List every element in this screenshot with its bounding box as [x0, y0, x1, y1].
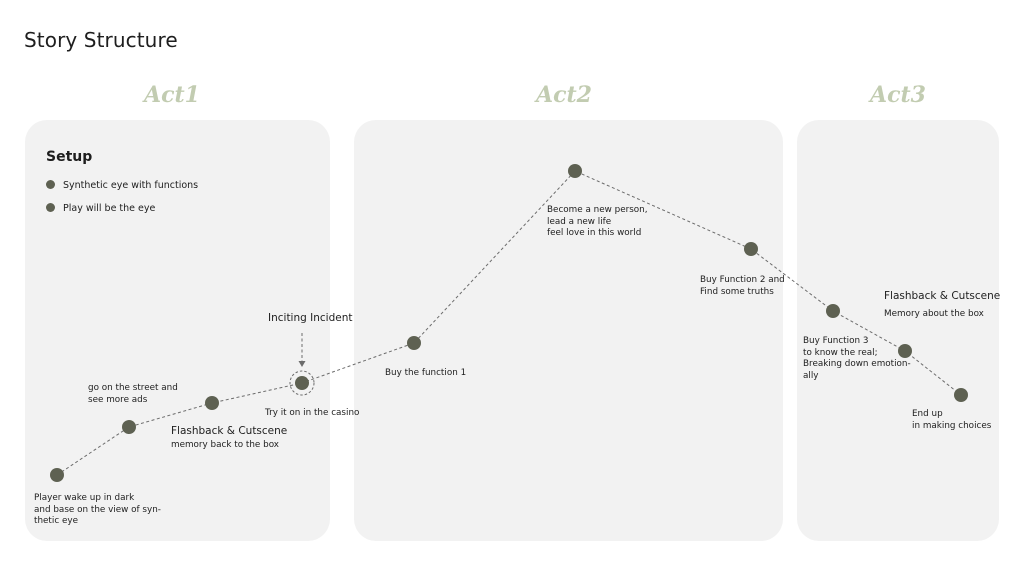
plot-label: Memory about the box: [884, 309, 984, 319]
plot-label: Buy the function 1: [385, 368, 467, 378]
setup-item: Synthetic eye with functions: [46, 180, 198, 192]
act-1-title: Act1: [144, 82, 200, 108]
plot-heading: Inciting Incident: [268, 312, 353, 324]
inciting-arrow-head-icon: [298, 361, 306, 367]
plot-label: End up in making choices: [912, 409, 992, 431]
plot-label: Try it on in the casino: [265, 408, 360, 418]
act-1-panel: [25, 120, 330, 541]
plot-point-node: [407, 336, 421, 350]
story-arc-line: [56, 170, 962, 476]
act-2-panel: [354, 120, 783, 541]
plot-point-node: [954, 388, 968, 402]
plot-point-node: [898, 344, 912, 358]
plot-label: go on the street and see more ads: [88, 383, 178, 405]
plot-heading: Flashback & Cutscene: [171, 425, 288, 437]
act-3-panel: [797, 120, 999, 541]
bullet-icon: [46, 180, 55, 189]
bullet-icon: [46, 203, 55, 212]
plot-label: memory back to the box: [171, 440, 280, 450]
plot-label: Buy Function 2 and Find some truths: [700, 275, 785, 297]
act-2-title: Act2: [536, 82, 592, 108]
plot-point-node: [744, 242, 758, 256]
plot-label: Player wake up in dark and base on the v…: [34, 493, 161, 526]
setup-item-label: Play will be the eye: [63, 203, 156, 214]
plot-label: Become a new person, lead a new life fee…: [547, 205, 648, 238]
setup-title: Setup: [46, 149, 93, 165]
act-3-title: Act3: [870, 82, 926, 108]
setup-item: Play will be the eye: [46, 203, 155, 215]
plot-point-node: [205, 396, 219, 410]
inciting-highlight-ring: [289, 370, 315, 396]
page-title: Story Structure: [24, 28, 178, 52]
plot-point-node: [826, 304, 840, 318]
plot-heading: Flashback & Cutscene: [884, 290, 1001, 302]
setup-item-label: Synthetic eye with functions: [63, 180, 199, 191]
plot-point-node: [295, 376, 309, 390]
plot-label: Buy Function 3 to know the real; Breakin…: [803, 336, 911, 381]
plot-point-node: [122, 420, 136, 434]
plot-point-node: [568, 164, 582, 178]
plot-point-node: [50, 468, 64, 482]
